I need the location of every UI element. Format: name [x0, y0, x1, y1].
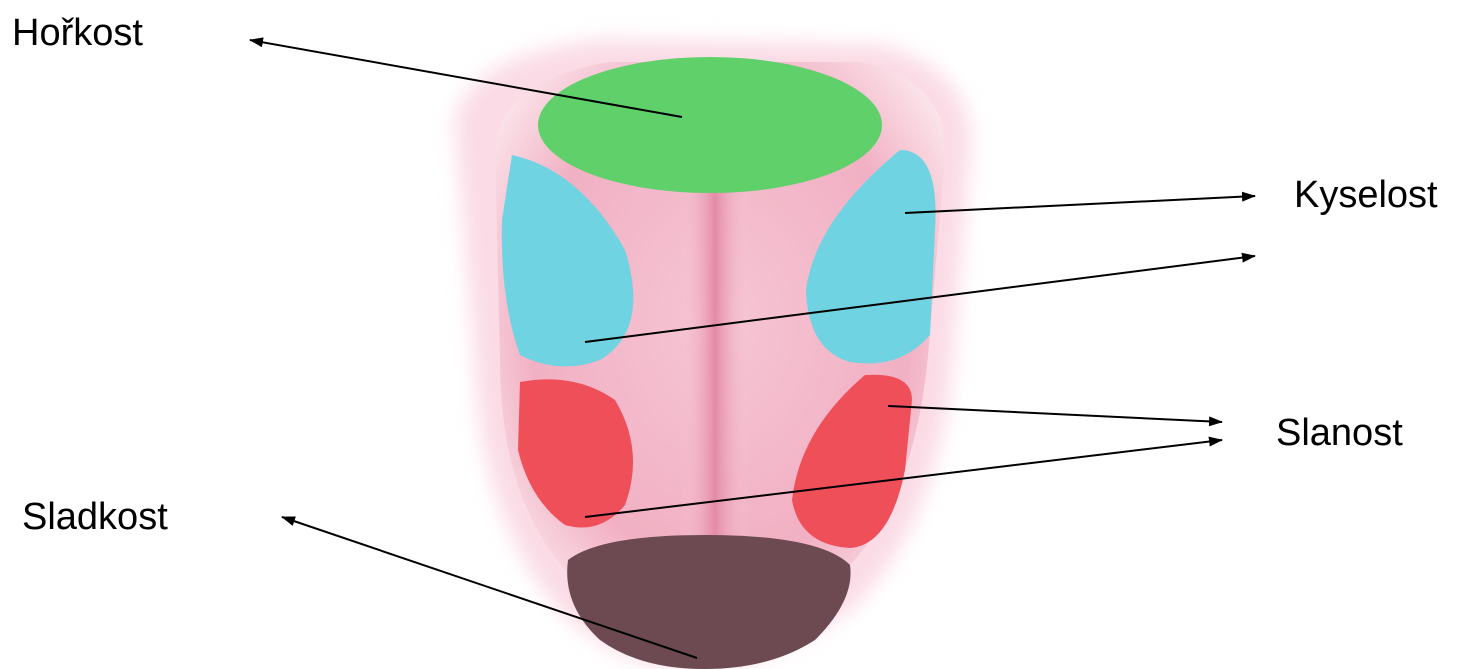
- sweet-zone: [567, 535, 850, 669]
- label-sweet: Sladkost: [22, 498, 168, 536]
- bitter-zone: [538, 57, 882, 193]
- label-bitter: Hořkost: [12, 14, 143, 52]
- label-sour: Kyselost: [1294, 176, 1438, 214]
- label-salty: Slanost: [1276, 414, 1403, 452]
- tongue-midline: [680, 150, 750, 570]
